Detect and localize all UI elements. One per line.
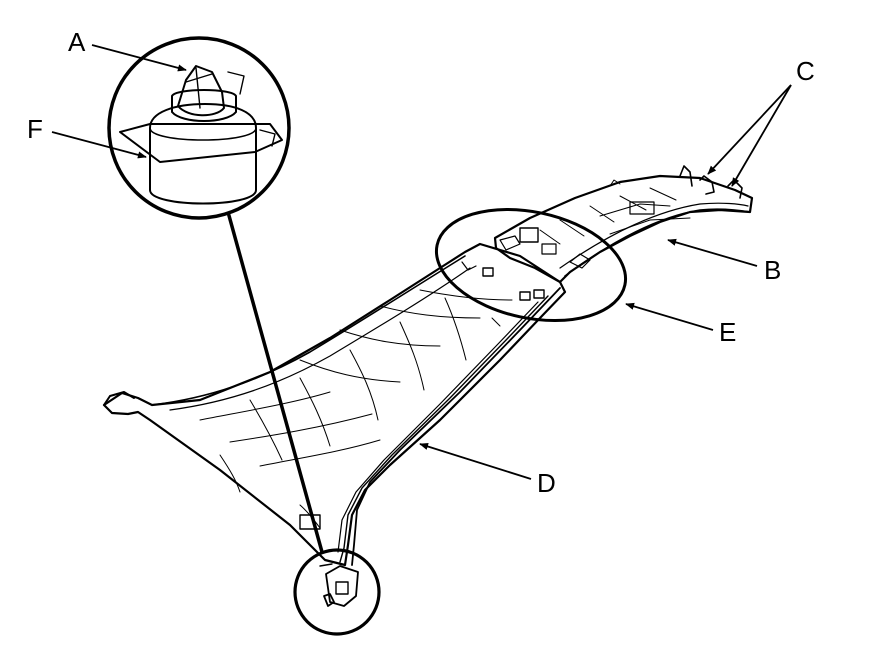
- label-f: F: [27, 114, 43, 144]
- label-b: B: [764, 255, 781, 285]
- callout-ellipse-e: [434, 207, 628, 323]
- pillar-trim-panel: [102, 242, 567, 567]
- arrow-a: [91, 44, 187, 72]
- label-e: E: [719, 317, 736, 347]
- arrow-d: [419, 443, 532, 480]
- label-c: C: [796, 56, 815, 86]
- clip-detail-magnified: [107, 36, 291, 220]
- arrow-c1: [707, 84, 792, 175]
- detail-connector-line: [226, 211, 324, 553]
- arrow-f: [51, 131, 147, 159]
- arrow-b: [667, 238, 758, 267]
- arrow-e: [625, 302, 714, 331]
- upper-trim-piece: [493, 165, 754, 284]
- arrow-c2: [731, 84, 792, 187]
- clip-location-circle: [293, 548, 381, 636]
- label-d: D: [537, 468, 556, 498]
- label-a: A: [68, 27, 86, 57]
- leader-arrows: [51, 44, 792, 480]
